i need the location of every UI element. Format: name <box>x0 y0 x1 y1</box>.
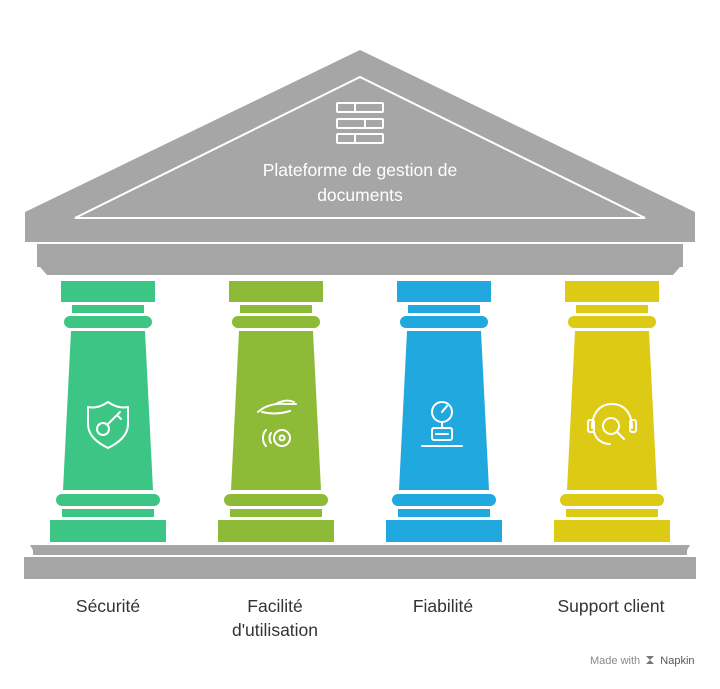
napkin-credit[interactable]: Made with Napkin <box>590 655 695 667</box>
pillar-plinth <box>218 520 334 542</box>
pillar-plinth <box>386 520 502 542</box>
pillar-shaft <box>567 331 657 490</box>
pillar-capital <box>229 281 323 302</box>
pillar-label-facilite: Facilité d'utilisation <box>185 594 365 642</box>
temple-base <box>24 545 696 579</box>
pillar-neck <box>408 305 480 313</box>
pillar-capital <box>565 281 659 302</box>
pillar-base-ring <box>392 494 496 506</box>
pillar-base-ring <box>224 494 328 506</box>
pillar-capital <box>61 281 155 302</box>
shield-key-icon <box>87 401 129 449</box>
pillar-base-ring <box>560 494 664 506</box>
pillar-neck <box>240 305 312 313</box>
headset-support-icon <box>587 403 637 445</box>
pillar-plinth <box>50 520 166 542</box>
hand-pointer-icon <box>257 399 297 447</box>
pillar-shaft <box>231 331 321 490</box>
pillar-label-line: Facilité <box>247 596 303 616</box>
pillar-label-fiabilite: Fiabilité <box>353 594 533 618</box>
roof-title: Plateforme de gestion de documents <box>210 158 510 208</box>
pillar-label-support: Support client <box>521 594 701 618</box>
entablature <box>37 244 683 275</box>
pillar-base-neck <box>230 509 322 517</box>
pillars <box>50 281 670 542</box>
roof-title-line-2: documents <box>317 185 403 205</box>
pillar-base-neck <box>566 509 658 517</box>
pillar-2 <box>218 281 334 542</box>
pillar-label-securite: Sécurité <box>18 594 198 618</box>
pillar-3 <box>386 281 502 542</box>
pillar-neck <box>576 305 648 313</box>
pillar-base-neck <box>62 509 154 517</box>
pillar-capital-ring <box>64 316 152 328</box>
pillar-capital-ring <box>232 316 320 328</box>
pillar-label-line: d'utilisation <box>231 620 319 640</box>
pillar-neck <box>72 305 144 313</box>
pillar-capital <box>397 281 491 302</box>
pillar-base-ring <box>56 494 160 506</box>
pillar-capital-ring <box>400 316 488 328</box>
pillar-label-line: Support client <box>557 596 665 616</box>
pillar-label-line: Sécurité <box>75 596 141 616</box>
credit-brand: Napkin <box>660 655 695 667</box>
pressure-gauge-icon <box>421 401 463 447</box>
pillar-label-line: Fiabilité <box>412 596 474 616</box>
pillar-plinth <box>554 520 670 542</box>
pillar-1 <box>50 281 166 542</box>
roof-title-line-1: Plateforme de gestion de <box>262 160 458 180</box>
pillar-shaft <box>63 331 153 490</box>
pillar-base-neck <box>398 509 490 517</box>
napkin-logo-icon <box>646 656 655 664</box>
pillar-capital-ring <box>568 316 656 328</box>
credit-prefix: Made with <box>590 655 641 667</box>
pillar-4 <box>554 281 670 542</box>
server-stack-icon <box>336 102 384 144</box>
roof <box>25 50 695 242</box>
